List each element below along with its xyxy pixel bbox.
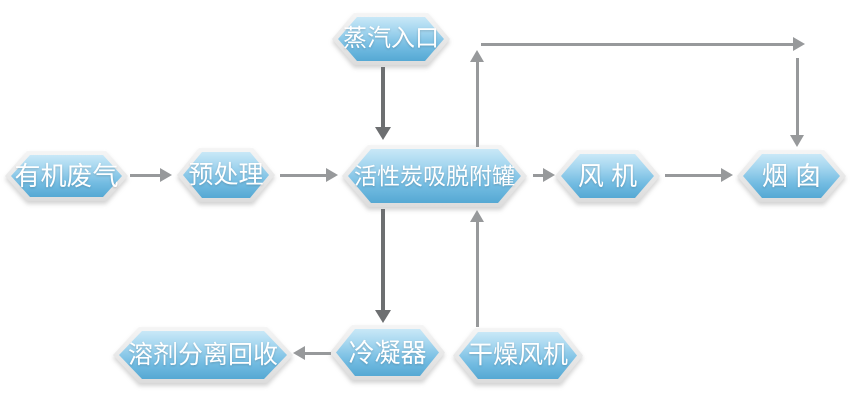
node-fan: 风 机 — [555, 150, 660, 202]
hexagon-fill — [338, 17, 444, 61]
arrowhead-organic-to-pretreatment — [160, 168, 172, 182]
arrowhead-bypass-horizontal — [793, 37, 805, 51]
node-label: 烟 囱 — [761, 161, 822, 191]
arrow-tank-to-condenser — [381, 209, 385, 310]
arrowhead-steam-to-tank — [375, 127, 391, 140]
hexagon-fill — [561, 154, 654, 198]
arrowhead-pretreatment-to-tank — [326, 168, 338, 182]
arrowhead-fan-to-chimney — [721, 168, 733, 182]
arrow-organic-to-pretreatment — [130, 174, 160, 177]
arrowhead-dryingfan-to-tank — [470, 210, 484, 222]
node-label: 溶剂分离回收 — [127, 340, 278, 369]
node-drying-fan: 干燥风机 — [453, 328, 583, 383]
node-label: 风 机 — [577, 161, 638, 191]
arrowhead-tank-to-fan — [543, 168, 555, 182]
arrow-bypass-to-chimney — [796, 58, 799, 135]
node-steam-inlet: 蒸汽入口 — [332, 13, 450, 65]
node-label: 干燥风机 — [467, 341, 568, 369]
hexagon-fill — [119, 331, 287, 379]
node-label: 有机废气 — [14, 161, 119, 191]
hexagon-fill — [336, 329, 439, 376]
node-solvent-separation-recovery: 溶剂分离回收 — [113, 327, 293, 383]
arrow-pretreatment-to-tank — [280, 174, 326, 177]
hexagon-fill — [11, 155, 122, 197]
arrow-tank-to-bypass — [476, 62, 479, 147]
node-pretreatment: 预处理 — [177, 148, 275, 202]
arrowhead-condenser-to-solvent — [293, 346, 305, 360]
node-carbon-adsorption-tank: 活性炭吸脱附罐 — [342, 145, 527, 207]
node-label: 冷凝器 — [348, 337, 427, 368]
arrow-condenser-to-solvent — [305, 352, 331, 355]
arrow-bypass-horizontal — [481, 43, 793, 46]
arrowhead-tank-to-bypass — [470, 50, 484, 62]
hexagon-fill — [459, 332, 577, 379]
node-condenser: 冷凝器 — [330, 325, 445, 380]
arrow-fan-to-chimney — [665, 174, 721, 177]
node-label: 蒸汽入口 — [343, 25, 439, 52]
arrowhead-tank-to-condenser — [375, 310, 391, 323]
node-chimney: 烟 囱 — [737, 150, 846, 202]
node-organic-waste-gas: 有机废气 — [5, 151, 128, 201]
arrow-steam-to-tank — [381, 67, 385, 127]
hexagon-fill — [183, 152, 269, 198]
arrow-dryingfan-to-tank — [476, 222, 479, 327]
hexagon-fill — [348, 149, 521, 203]
arrowhead-bypass-to-chimney — [790, 135, 804, 147]
node-label: 预处理 — [188, 160, 264, 189]
hexagon-fill — [743, 154, 840, 198]
arrow-tank-to-fan — [533, 174, 543, 177]
node-label: 活性炭吸脱附罐 — [354, 162, 515, 189]
